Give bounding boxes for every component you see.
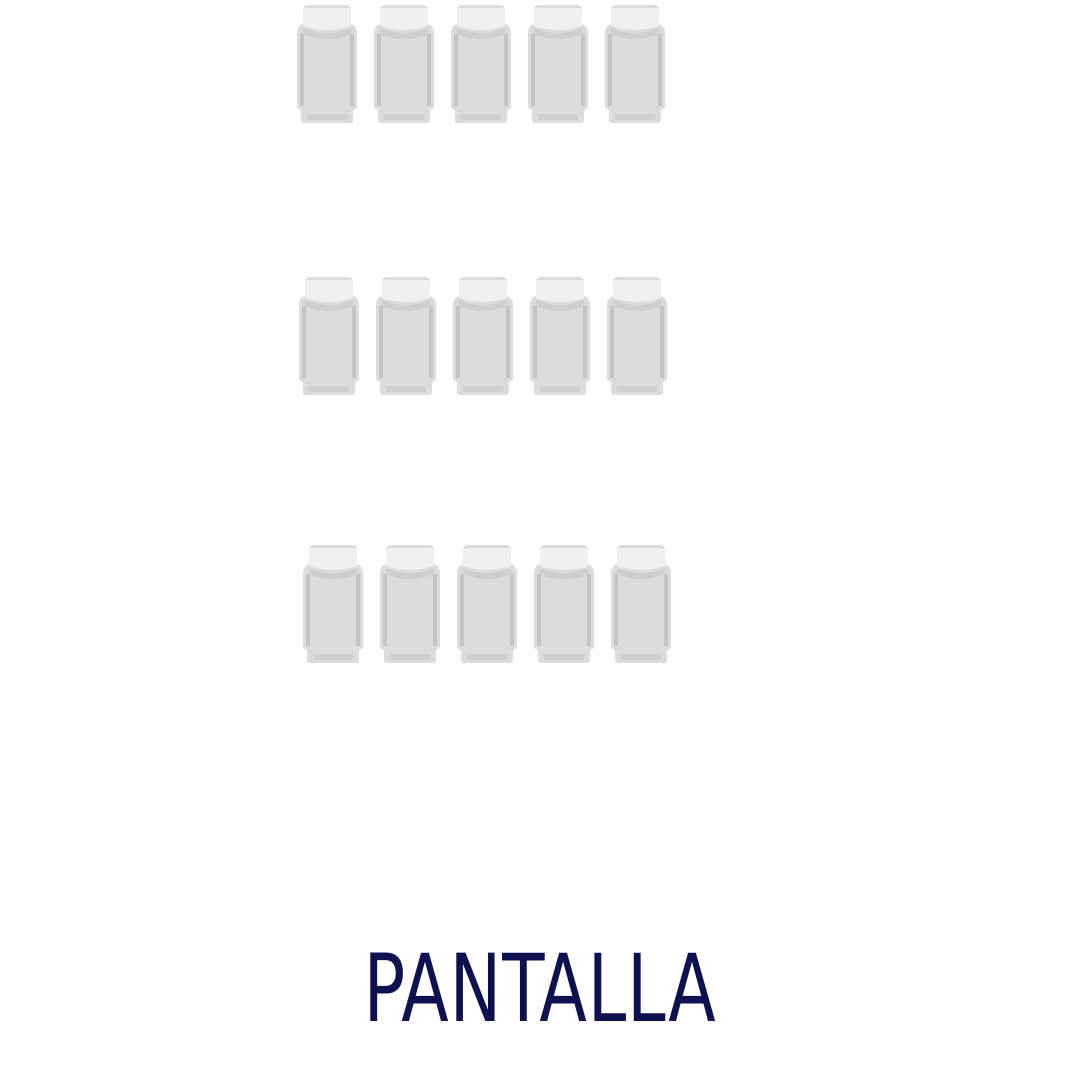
seat-row-2-seat-4[interactable] [530, 276, 590, 396]
seat-row-1-seat-3[interactable] [451, 4, 511, 124]
armchair-icon [530, 276, 590, 396]
seat-row-1-seat-5[interactable] [605, 4, 665, 124]
seat-row-3-seat-5[interactable] [611, 544, 671, 664]
seat-row-2-seat-1[interactable] [299, 276, 359, 396]
armchair-icon [303, 544, 363, 664]
seat-row-3-seat-1[interactable] [303, 544, 363, 664]
seat-row-2-seat-5[interactable] [607, 276, 667, 396]
seat-row-2-seat-3[interactable] [453, 276, 513, 396]
armchair-icon [453, 276, 513, 396]
armchair-icon [297, 4, 357, 124]
seat-row-3-seat-4[interactable] [534, 544, 594, 664]
armchair-icon [374, 4, 434, 124]
screen-label: PANTALLA [363, 935, 717, 1044]
armchair-icon [607, 276, 667, 396]
seat-row-2-seat-2[interactable] [376, 276, 436, 396]
armchair-icon [451, 4, 511, 124]
seat-row-1-seat-4[interactable] [528, 4, 588, 124]
seat-row-1-seat-2[interactable] [374, 4, 434, 124]
seat-row-3-seat-3[interactable] [457, 544, 517, 664]
armchair-icon [376, 276, 436, 396]
armchair-icon [611, 544, 671, 664]
armchair-icon [534, 544, 594, 664]
armchair-icon [380, 544, 440, 664]
seat-row-1-seat-1[interactable] [297, 4, 357, 124]
armchair-icon [605, 4, 665, 124]
armchair-icon [528, 4, 588, 124]
seat-row-3-seat-2[interactable] [380, 544, 440, 664]
armchair-icon [457, 544, 517, 664]
armchair-icon [299, 276, 359, 396]
